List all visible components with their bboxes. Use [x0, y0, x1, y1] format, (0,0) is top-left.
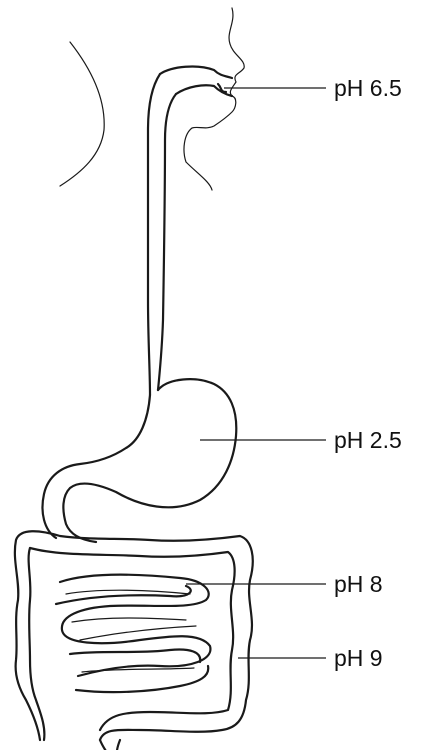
- label-stomach-ph: pH 2.5: [334, 427, 402, 453]
- esophagus: [148, 74, 176, 395]
- label-large-intestine-ph: pH 9: [334, 645, 383, 671]
- head-outline: [60, 8, 244, 190]
- small-intestine: [56, 575, 210, 692]
- label-mouth-ph: pH 6.5: [334, 75, 402, 101]
- mouth: [160, 67, 232, 96]
- stomach: [43, 379, 237, 542]
- label-small-intestine-ph: pH 8: [334, 571, 383, 597]
